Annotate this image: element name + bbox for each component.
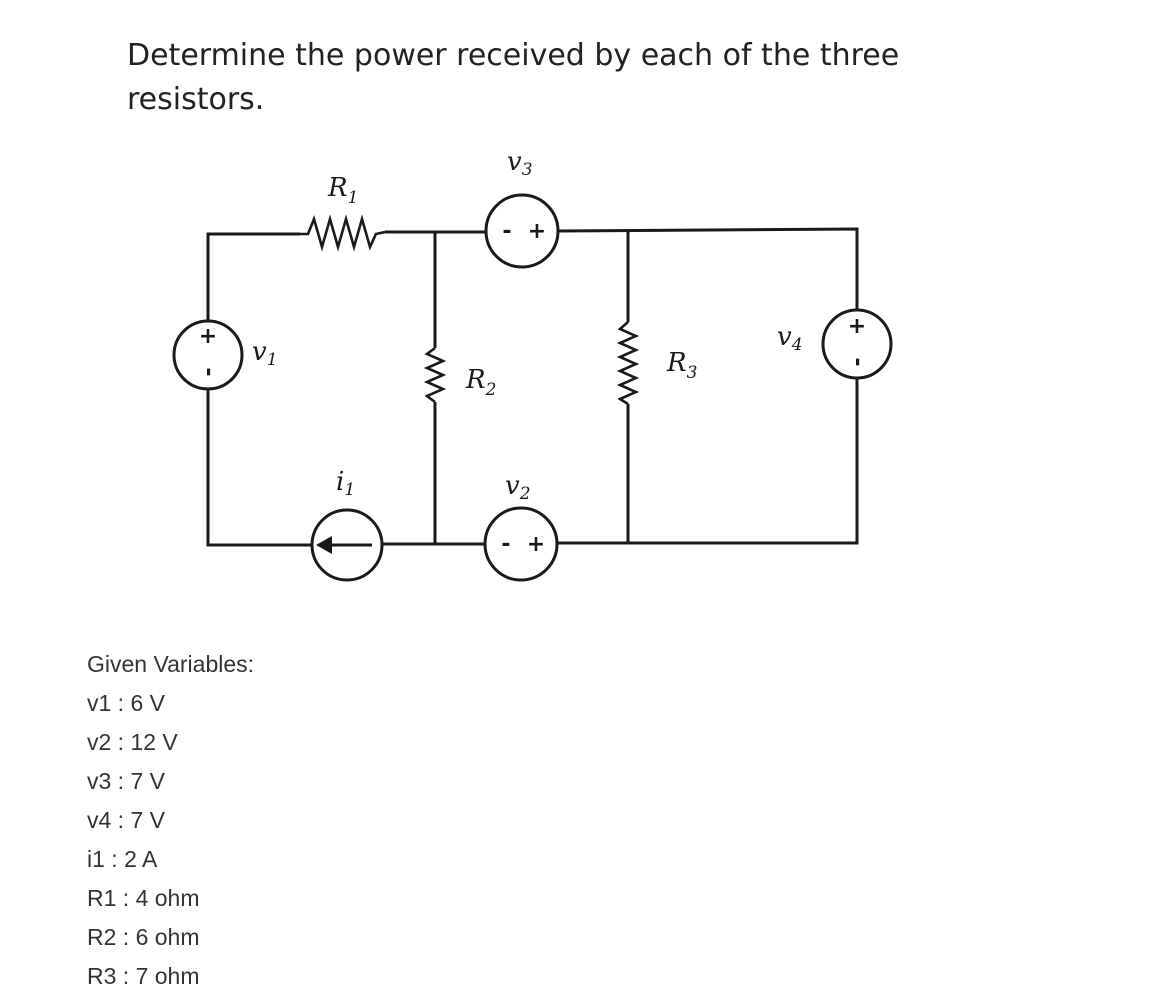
- v3-minus-sign: -: [502, 219, 511, 244]
- v4-plus-sign: +: [848, 314, 866, 339]
- current-source-i1: [310, 508, 384, 582]
- given-variables: Given Variables: v1 : 6 V v2 : 12 V v3 :…: [87, 644, 254, 996]
- given-item-r3: R3 : 7 ohm: [87, 963, 200, 989]
- problem-statement: Determine the power received by each of …: [127, 38, 900, 117]
- wire-v4-to-bottom: [556, 376, 859, 545]
- circuit-wires: [206, 227, 859, 547]
- given-item-v4: v4 : 7 V: [87, 807, 165, 833]
- v1-minus-sign: -: [196, 367, 221, 376]
- circuit-diagram: + - + - - + - + R1 R2 R3 v1 v2 v3 v4 i1: [172, 147, 893, 582]
- voltage-source-v4: + -: [821, 308, 893, 380]
- i1-arrow-head: [316, 536, 332, 554]
- v3-plus-sign: +: [528, 219, 546, 244]
- label-r1: R1: [327, 173, 358, 208]
- given-item-v2: v2 : 12 V: [87, 729, 178, 755]
- given-item-r2: R2 : 6 ohm: [87, 924, 200, 950]
- label-v1: v1: [252, 337, 278, 370]
- label-r3: R3: [666, 348, 697, 383]
- resistor-r3: [616, 321, 640, 406]
- given-item-i1: i1 : 2 A: [87, 846, 158, 872]
- resistor-r1: [300, 214, 386, 252]
- voltage-source-v3: - +: [484, 193, 560, 269]
- label-i1: i1: [336, 467, 355, 500]
- v2-minus-sign: -: [501, 532, 510, 557]
- voltage-source-v2: - +: [483, 506, 559, 582]
- label-v4: v4: [777, 322, 803, 355]
- label-r2: R2: [465, 365, 496, 400]
- given-variables-title: Given Variables:: [87, 651, 255, 677]
- v2-plus-sign: +: [527, 532, 545, 557]
- resistor-r2: [423, 346, 447, 404]
- wire-i1-to-left: [206, 388, 312, 547]
- v1-plus-sign: +: [199, 324, 217, 349]
- label-v2: v2: [505, 471, 531, 504]
- v4-minus-sign: -: [845, 357, 870, 366]
- wire-top-left: [206, 232, 300, 322]
- voltage-source-v1: + -: [172, 319, 244, 391]
- given-item-v3: v3 : 7 V: [87, 768, 165, 794]
- wire-v3-to-right: [558, 227, 859, 312]
- label-v3: v3: [507, 147, 533, 180]
- given-item-v1: v1 : 6 V: [87, 690, 165, 716]
- given-item-r1: R1 : 4 ohm: [87, 885, 200, 911]
